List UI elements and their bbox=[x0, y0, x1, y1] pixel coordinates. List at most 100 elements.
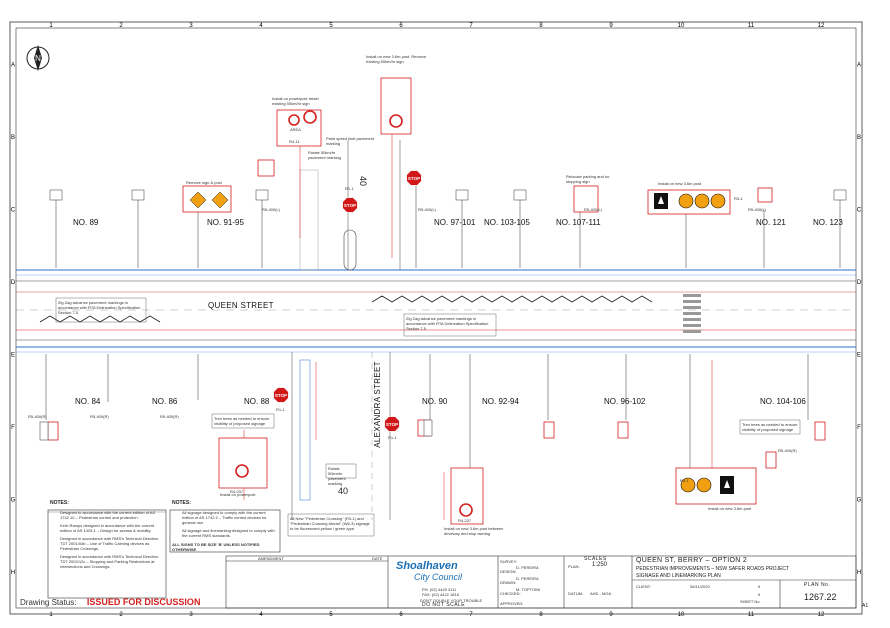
grid-row-label: C bbox=[11, 207, 16, 213]
grid-column-label: 12 bbox=[818, 23, 825, 29]
note-item: All signage designed to comply with the … bbox=[182, 510, 267, 525]
sign-code: R3-1 bbox=[680, 478, 689, 483]
stop-sign-icon bbox=[342, 197, 358, 213]
stop-sign-text: STOP bbox=[344, 203, 356, 208]
sign-assembly-no-stopping bbox=[573, 185, 599, 213]
grid-column-label: 2 bbox=[119, 23, 123, 29]
notes-title: NOTES: bbox=[50, 500, 69, 506]
grid-row-label: G bbox=[11, 497, 16, 503]
checker-name: M. TOPTOINI bbox=[516, 587, 541, 592]
grid-column-label: 8 bbox=[539, 23, 543, 29]
lot-label: NO. 104-106 bbox=[760, 397, 806, 406]
stop-sign-icon bbox=[273, 387, 289, 403]
lot-label: NO. 88 bbox=[244, 397, 270, 406]
zigzag-marking-west bbox=[39, 315, 161, 323]
grid-column-label: 5 bbox=[329, 23, 333, 29]
grid-column-label: 10 bbox=[678, 23, 685, 29]
zigzag-marking-east bbox=[371, 295, 653, 303]
council-logo: Shoalhaven City Council bbox=[396, 560, 462, 582]
callout-note: Install on new 3.6m post between drivewa… bbox=[444, 526, 504, 536]
date-header: DATE bbox=[372, 556, 383, 561]
grid-column-label: 1 bbox=[49, 23, 53, 29]
plan-no-label: PLAN No. bbox=[804, 582, 831, 588]
sign-code: R5-400(R) bbox=[778, 448, 797, 453]
callout-note: All New "Pedestrian Crossing" (R3-1) and… bbox=[290, 516, 370, 531]
sheet-label: SHEET No. bbox=[740, 599, 761, 604]
drawn-label: DRAWN: bbox=[500, 580, 517, 585]
grid-column-label: 2 bbox=[119, 612, 123, 618]
grid-row-label: B bbox=[857, 135, 861, 141]
callout-note: Rotate 50km/hr pavement marking bbox=[308, 150, 341, 160]
drawing-status-label: Drawing Status: bbox=[20, 598, 77, 607]
grid-column-label: 11 bbox=[748, 612, 755, 618]
datum-label: DATUM: bbox=[568, 591, 584, 596]
grid-row-label: A bbox=[857, 62, 861, 68]
plan-date: 06/11/2020 bbox=[690, 584, 710, 589]
note-item: Designed in accordance with RMS's Techni… bbox=[60, 554, 159, 569]
designer-name: D. PEREIRA bbox=[516, 565, 539, 570]
lot-label: NO. 97-101 bbox=[434, 218, 476, 227]
survey-label: SURVEY: bbox=[500, 559, 518, 564]
plan-title-3: SIGNAGE AND LINEMARKING PLAN bbox=[636, 573, 721, 579]
sheet-count: 9 bbox=[758, 584, 761, 589]
plan-number: 1267.22 bbox=[804, 592, 837, 602]
grid-column-label: 7 bbox=[469, 612, 473, 618]
stop-sign-text: STOP bbox=[275, 393, 287, 398]
callout-note: Install on powerpole retain existing 50k… bbox=[272, 96, 319, 106]
grid-row-label: D bbox=[857, 280, 862, 286]
datum-value: AHD - MGA bbox=[590, 591, 612, 596]
notes-title: NOTES: bbox=[172, 500, 191, 506]
grid-row-label: E bbox=[11, 352, 15, 358]
grid-column-label: 4 bbox=[259, 23, 263, 29]
lot-label: NO. 123 bbox=[813, 218, 843, 227]
pedestrian-crossing bbox=[683, 294, 701, 333]
grid-row-label: F bbox=[857, 425, 861, 431]
existing-signs bbox=[39, 189, 847, 441]
note-footer: ALL SIGNS TO BE SIZE 'B' UNLESS NOTIFIED… bbox=[172, 542, 260, 552]
grid-column-label: 9 bbox=[609, 23, 613, 29]
notes-left: NOTES: Designed to accordance with the c… bbox=[50, 500, 164, 572]
callout-note: Remove sign & post bbox=[186, 180, 222, 185]
sign-posts-south bbox=[45, 354, 809, 480]
notes-right-frame bbox=[169, 509, 281, 553]
council-name: Shoalhaven bbox=[396, 560, 458, 572]
amendment-header: AMENDMENT bbox=[258, 556, 284, 561]
queen-street-label: QUEEN STREET bbox=[208, 301, 274, 310]
sheet-no: 9 bbox=[758, 592, 761, 597]
grid-column-label: 9 bbox=[609, 612, 613, 618]
alexandra-street-label: ALEXANDRA STREET bbox=[372, 361, 382, 448]
plan-scale: 1:250 bbox=[592, 562, 608, 568]
grid-row-label: G bbox=[857, 497, 862, 503]
grid-column-label: 7 bbox=[469, 23, 473, 29]
grid-column-label: 5 bbox=[329, 612, 333, 618]
scales-header: SCALES bbox=[584, 556, 607, 562]
grid-column-label: 12 bbox=[818, 612, 825, 618]
sign-code: R5-400(L) bbox=[262, 207, 281, 212]
lot-label: NO. 90 bbox=[422, 397, 448, 406]
grid-row-label: C bbox=[857, 207, 862, 213]
stop-sign-icon bbox=[384, 416, 400, 432]
grid-column-label: 11 bbox=[748, 23, 755, 29]
callout-note: Rotate 50km/hr pavement marking bbox=[328, 466, 346, 486]
council-phone: PH: (02) 4429 3111 bbox=[422, 587, 457, 592]
stop-sign-text: STOP bbox=[408, 176, 420, 181]
callout-note: Relocate parking and no stopping sign bbox=[566, 174, 610, 184]
plan-scale-label: PLAN: bbox=[568, 564, 580, 569]
callout-note: Trim trees as needed to ensure visibilit… bbox=[742, 422, 798, 432]
note-item: Designed in accordance with RMS's Techni… bbox=[60, 536, 159, 551]
grid-column-label: 6 bbox=[399, 612, 403, 618]
plan-title-1: QUEEN ST, BERRY – OPTION 2 bbox=[636, 557, 748, 564]
drawer-name: D. PEREIRA bbox=[516, 576, 539, 581]
sign-assembly-south-left bbox=[218, 437, 268, 489]
outer-border bbox=[9, 21, 863, 615]
parking-signs bbox=[47, 159, 826, 469]
sign-code: R4-237 bbox=[230, 489, 244, 494]
grid-column-label: 3 bbox=[189, 612, 193, 618]
callout-note: Install on powerpole bbox=[220, 492, 256, 497]
grid-row-label: H bbox=[11, 570, 15, 576]
dont-scale-1: DON'T DOUBLE YOUR TROUBLE bbox=[420, 598, 483, 603]
lot-label: NO. 92-94 bbox=[482, 397, 519, 406]
sign-code: R3-1 bbox=[734, 196, 743, 201]
